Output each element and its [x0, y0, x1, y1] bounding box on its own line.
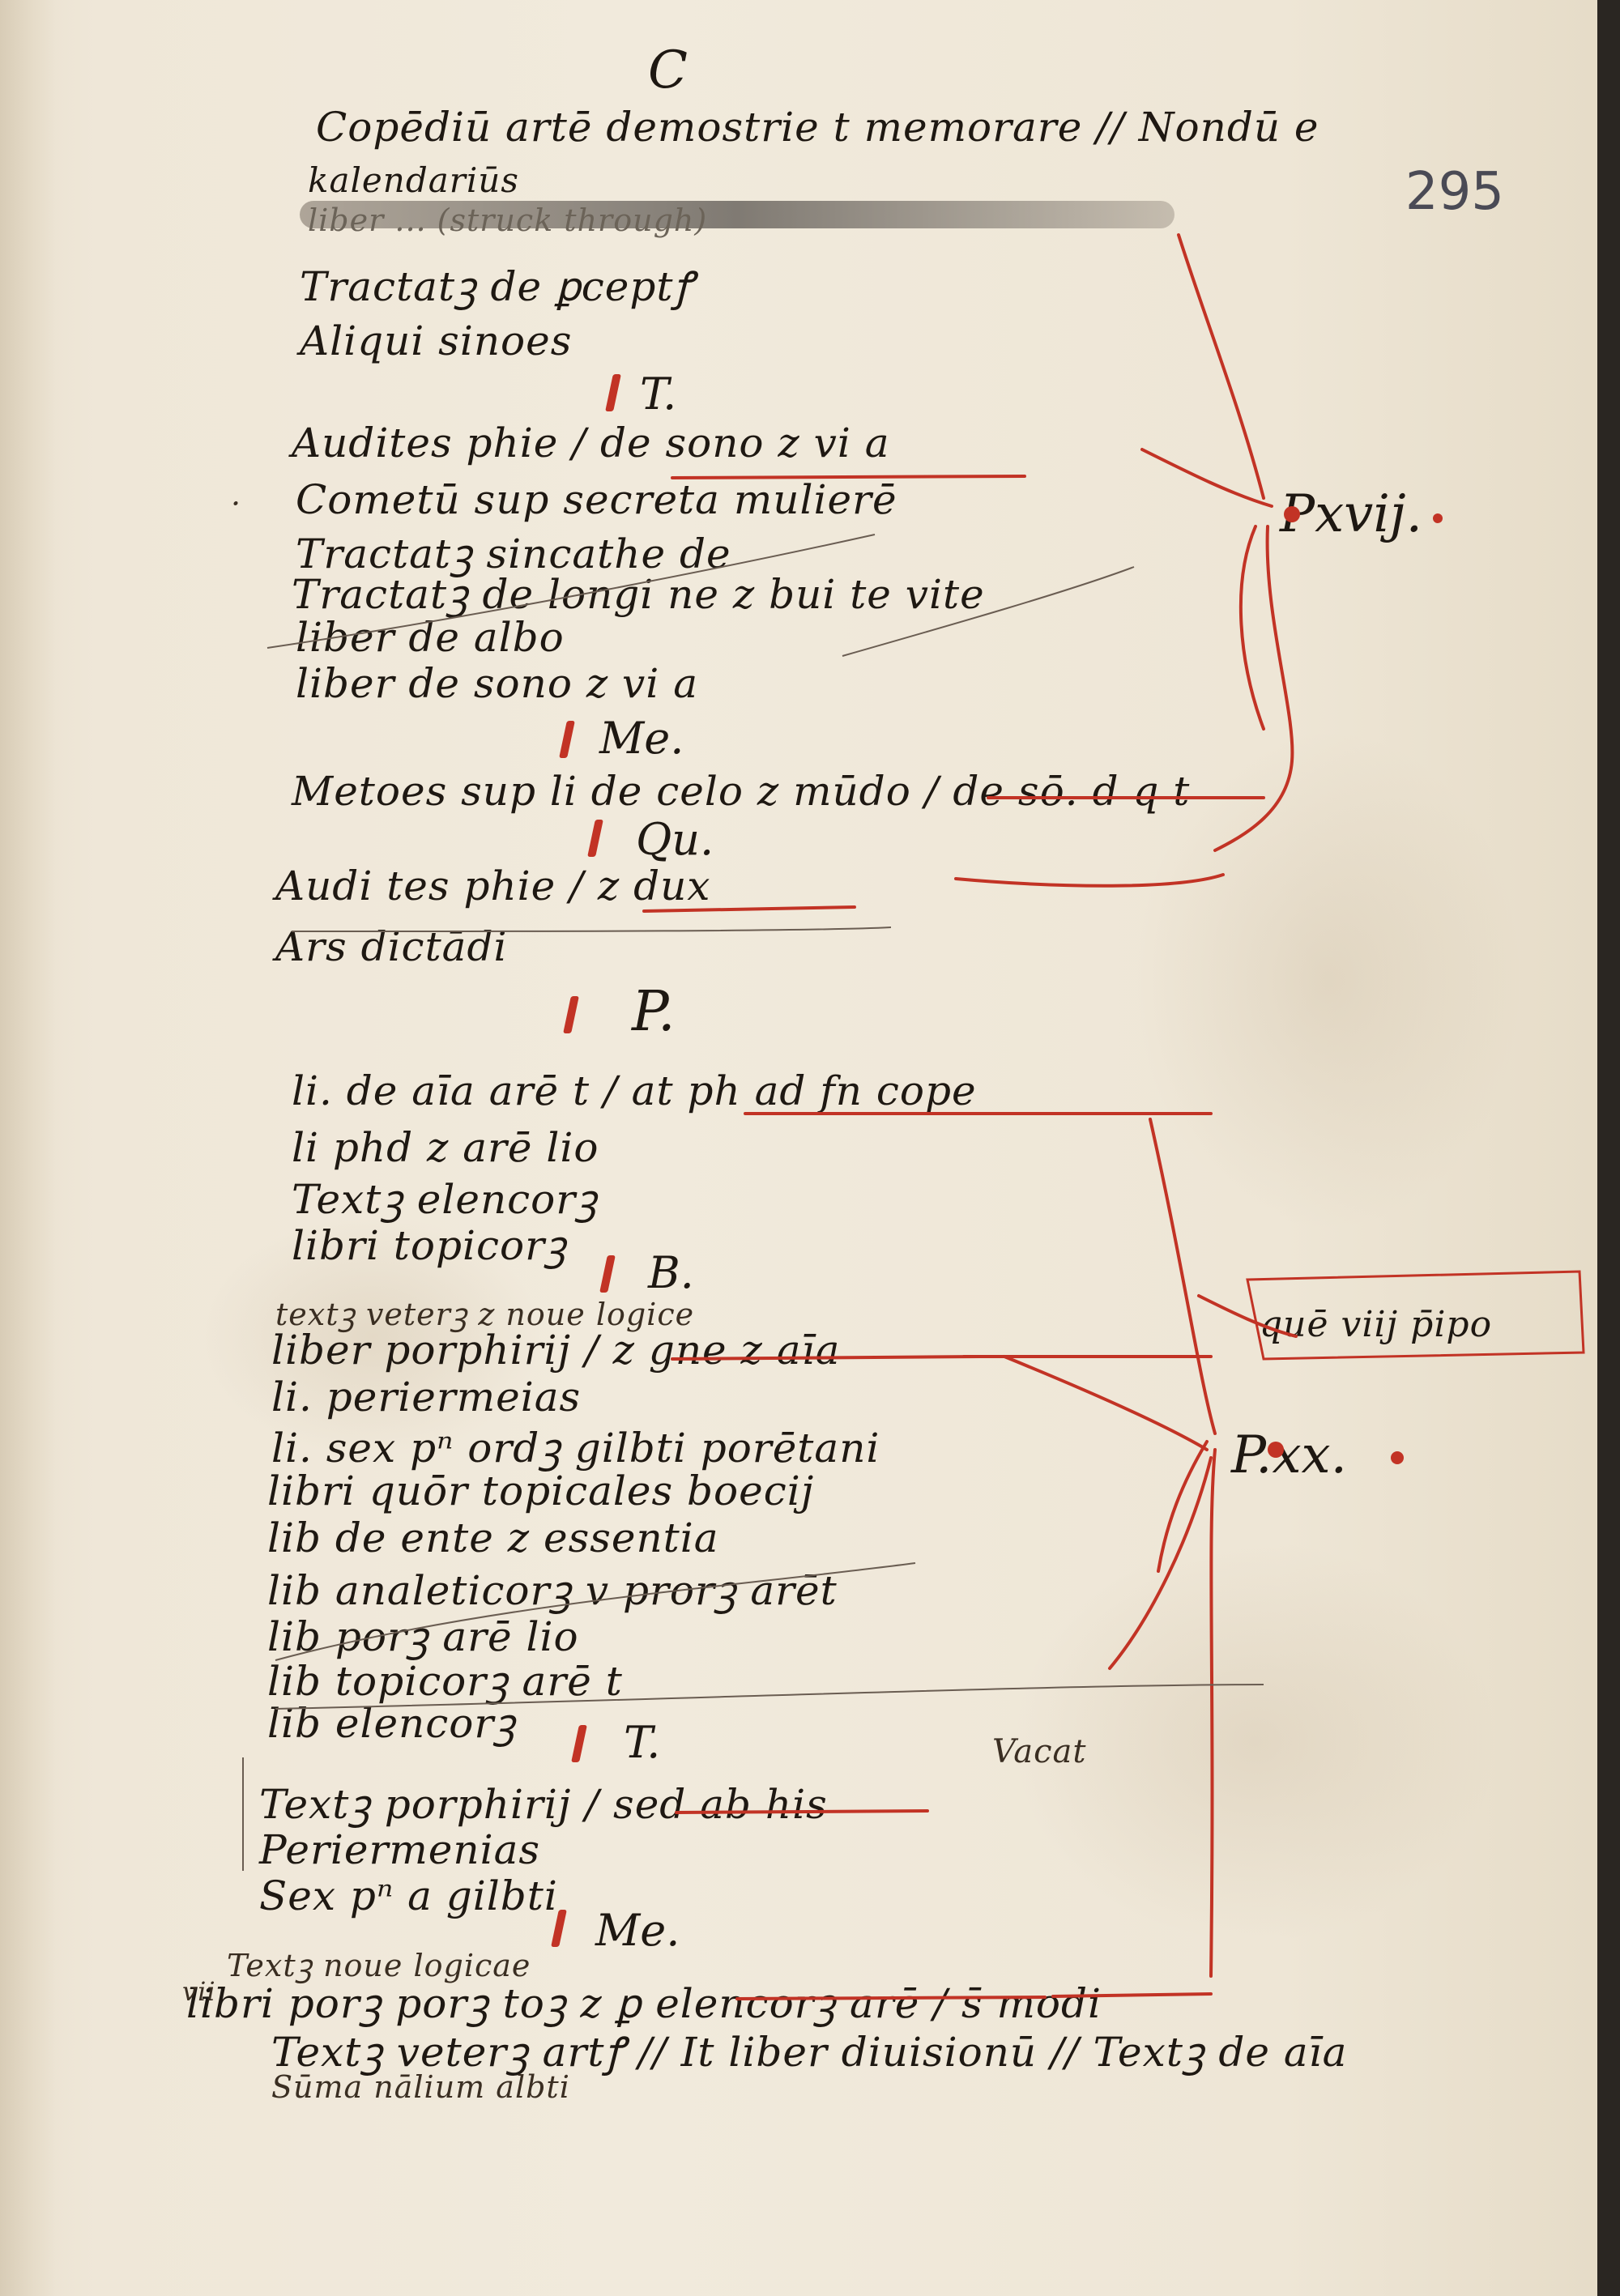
- text-line: Aliqui sinoes: [300, 317, 573, 364]
- text-line: Audi tes phie / z dux: [275, 863, 711, 909]
- strike-through-bar: [300, 201, 1174, 228]
- text-line: lib de ente z essentia: [267, 1514, 719, 1561]
- text-line: liber porphirij / z gne z aīa: [271, 1327, 841, 1374]
- section-letter: T.: [624, 1717, 661, 1768]
- text-line: Textꝫ veterꝫ artꝭ // It liber diuisionū …: [271, 2029, 1348, 2076]
- section-letter: B.: [648, 1247, 694, 1298]
- text-line: liber de sono z vi a: [296, 660, 699, 707]
- text-line: Audites phie / de sono z vi a: [292, 420, 890, 466]
- text-line: Cometū sup secreta mulierē: [296, 476, 897, 523]
- section-letter: Qu.: [636, 814, 714, 865]
- text-line: libri quōr topicales boecij: [267, 1467, 815, 1514]
- text-line: Tractatꝫ de longi ne z bui te vite: [292, 571, 985, 618]
- text-line: Textꝫ noue logicae: [227, 1948, 531, 1983]
- header-letter: C: [648, 40, 688, 100]
- text-line: Tractatꝫ de ꝑceptꝭ: [300, 263, 694, 310]
- section-letter: T.: [640, 368, 677, 420]
- margin-mark: vii: [182, 1976, 216, 2007]
- shelfmark-upper: Pxvij.: [1280, 484, 1422, 544]
- vacat-note: Vacat: [992, 1733, 1087, 1770]
- text-line: lib porꝫ arē lio: [267, 1613, 579, 1660]
- stain: [1013, 1539, 1498, 1944]
- text-line: Textꝫ porphirij / sed ab his: [259, 1781, 828, 1828]
- section-letter: P.: [632, 980, 676, 1044]
- text-line: Textꝫ elencorꝫ: [292, 1176, 598, 1223]
- stain: [202, 1215, 543, 1458]
- text-line: lib topicorꝫ arē t: [267, 1658, 623, 1705]
- shelfmark-lower: P.xx.: [1231, 1425, 1347, 1485]
- text-line: li. sex pⁿ ordꝫ gilbti porētani: [271, 1425, 880, 1472]
- struck-line: liber ... (struck through): [308, 202, 708, 238]
- text-line: Copēdiū artē demostrie t memorare // Non…: [316, 104, 1319, 151]
- section-letter: Me.: [599, 713, 684, 764]
- text-line: libri topicorꝫ: [292, 1222, 567, 1269]
- section-letter: Me.: [595, 1905, 680, 1956]
- text-line: li phd z arē lio: [292, 1124, 599, 1171]
- text-line: Metoes sup li de celo z mūdo / de sō. d …: [292, 768, 1191, 815]
- text-line: libri porꝫ porꝫ toꝫ z ꝑ elencorꝫ arē / s…: [186, 1980, 1102, 2027]
- text-line: Periermenias: [259, 1826, 541, 1873]
- text-line: li. periermeias: [271, 1374, 582, 1421]
- text-line: li. de aīa arē t / at ph ad fn cope: [292, 1067, 977, 1114]
- text-line: textꝫ veterꝫ z noue logice: [275, 1297, 695, 1332]
- stain: [1134, 729, 1523, 1231]
- shelfmark-note: quē viij p̄ipo: [1260, 1304, 1493, 1345]
- folio-number: 295: [1405, 162, 1504, 222]
- text-line: Tractatꝫ sincathe de: [296, 530, 731, 577]
- text-line: Sūma nālium albti: [271, 2069, 570, 2105]
- margin-mark: ·: [231, 486, 242, 522]
- text-line: Sex pⁿ a gilbti: [259, 1872, 558, 1919]
- text-line: kalendariūs: [308, 160, 519, 200]
- binding-gutter: [0, 0, 57, 2296]
